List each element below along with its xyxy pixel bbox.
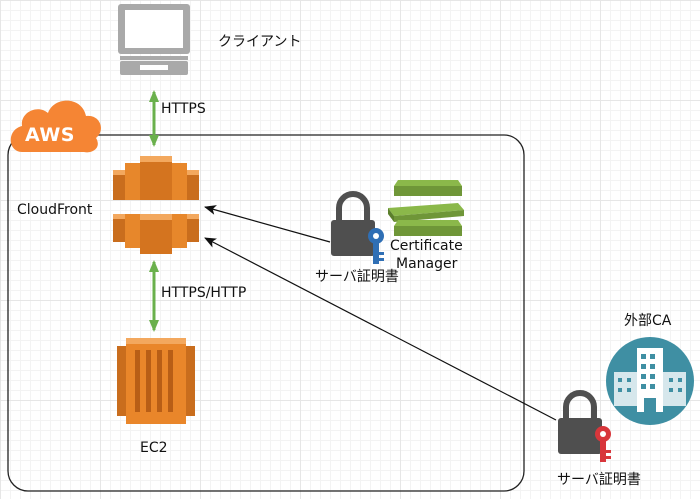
aws-cloud-icon: AWS [10,100,101,153]
server-cert-acm-label: サーバ証明書 [315,269,399,285]
https-http-label: HTTPS/HTTP [161,285,246,301]
external-cert-to-cloudfront-arrow [204,237,557,421]
lock-red-key-icon [558,390,611,462]
server-cert-external-label: サーバ証明書 [557,472,641,488]
aws-group-boundary [7,134,525,492]
acm-label-line2: Manager [396,256,458,272]
external-ca-label: 外部CA [624,313,672,329]
corporate-building-icon [606,337,694,425]
lock-blue-key-icon [331,191,384,264]
acm-cert-to-cloudfront-arrow [204,205,331,243]
cloudfront-icon [113,156,199,254]
aws-badge-label: AWS [25,124,75,146]
cloudfront-label: CloudFront [17,202,93,218]
client-label: クライアント [218,34,301,50]
certificate-manager-icon [388,180,464,236]
ec2-icon [117,338,195,424]
https-label: HTTPS [161,101,206,117]
ec2-label: EC2 [140,440,168,456]
acm-label-line1: Certificate [390,238,463,254]
client-computer-icon [118,4,190,75]
